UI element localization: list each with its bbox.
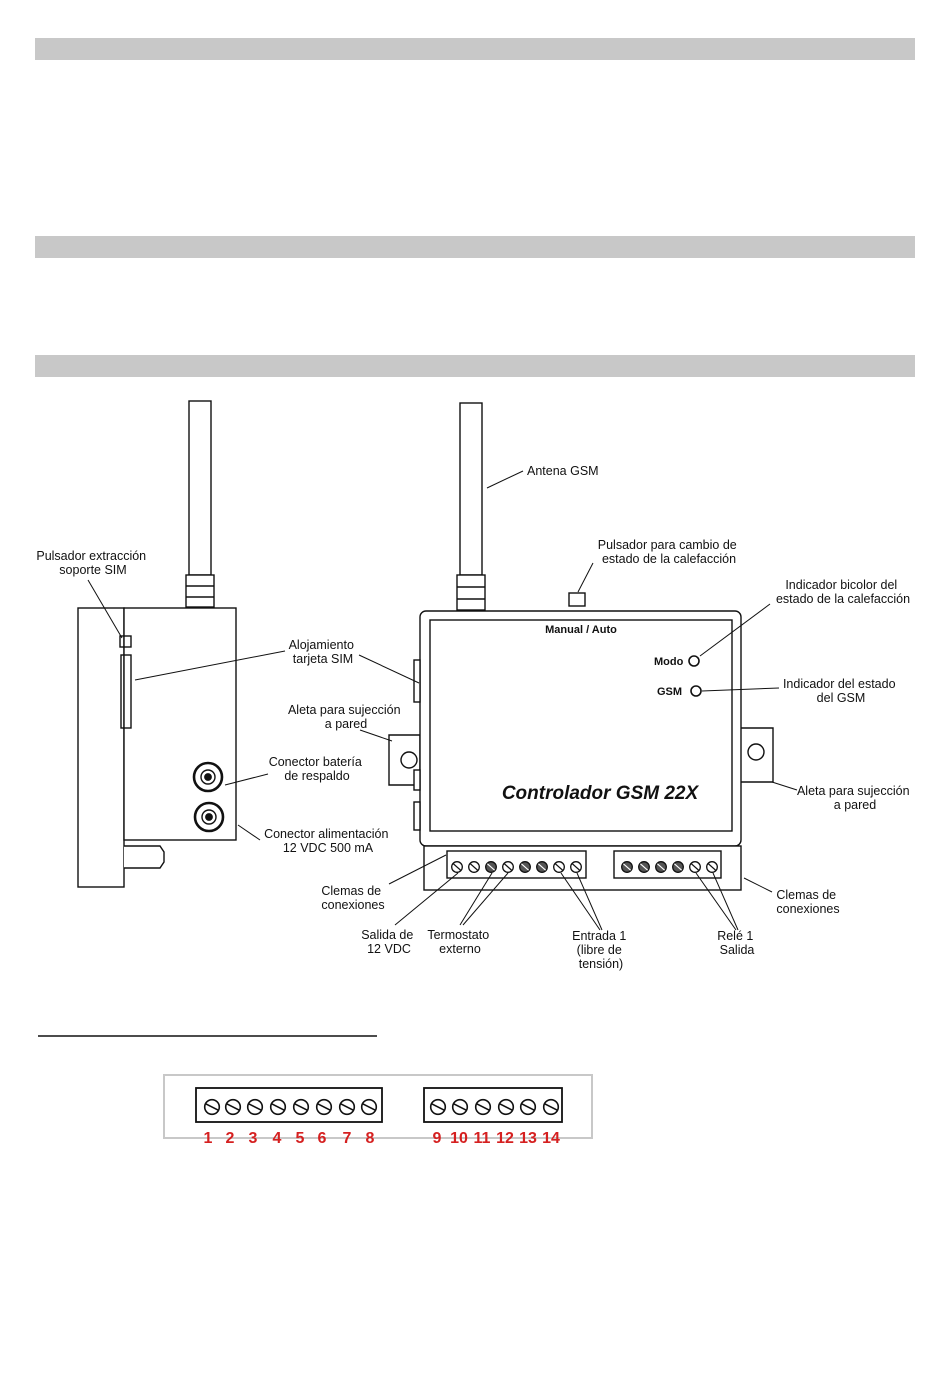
label-sim-slot: Alojamiento tarjeta SIM: [289, 638, 358, 666]
label-terminals-right: Clemas de conexiones: [776, 888, 839, 916]
led-mode-label: Modo: [654, 656, 684, 668]
led-gsm-label: GSM: [657, 686, 682, 698]
mode-button-caption: Manual / Auto: [545, 624, 617, 636]
label-terminals-left: Clemas de conexiones: [321, 884, 384, 912]
terminal-number: 11: [474, 1130, 491, 1147]
terminal-number: 3: [249, 1130, 258, 1147]
label-bicolor-indicator: Indicador bicolor del estado de la calef…: [776, 578, 910, 606]
label-relay-1: Relé 1 Salida: [717, 929, 757, 957]
terminal-number: 10: [450, 1130, 468, 1147]
label-wall-tab-left: Aleta para sujección a pared: [288, 703, 404, 731]
label-gsm-indicator: Indicador del estado del GSM: [783, 677, 899, 705]
terminal-number: 2: [226, 1130, 235, 1147]
label-input-1: Entrada 1 (libre de tensión): [572, 929, 630, 971]
terminal-number: 8: [366, 1130, 375, 1147]
front-view-leader-lines: [358, 470, 798, 931]
terminal-number: 5: [296, 1130, 305, 1147]
label-antenna: Antena GSM: [527, 464, 599, 478]
terminal-number: 4: [273, 1130, 282, 1147]
label-thermostat: Termostato externo: [427, 928, 492, 956]
label-mode-button: Pulsador para cambio de estado de la cal…: [598, 538, 740, 566]
label-battery-connector: Conector batería de respaldo: [269, 755, 366, 783]
terminal-number: 14: [542, 1130, 560, 1147]
terminal-block-figure: [163, 1074, 593, 1139]
side-view-leader-lines: [87, 579, 286, 841]
terminal-number: 12: [496, 1130, 514, 1147]
terminal-numbers: 1 2 3 4 5 6 7 8 9 10 11 12 13 14: [204, 1130, 560, 1147]
terminal-number: 13: [519, 1130, 537, 1147]
side-view-device: [77, 400, 237, 888]
section-header-bar-3: [35, 355, 915, 377]
front-view-device: [388, 402, 774, 891]
label-power-connector: Conector alimentación 12 VDC 500 mA: [264, 827, 392, 855]
device-title: Controlador GSM 22X: [502, 783, 700, 804]
label-wall-tab-right: Aleta para sujección a pared: [797, 784, 913, 812]
label-12v-output: Salida de 12 VDC: [361, 928, 417, 956]
terminal-number: 6: [318, 1130, 327, 1147]
terminal-number: 9: [433, 1130, 442, 1147]
section-header-bar-2: [35, 236, 915, 258]
label-sim-button: Pulsador extracción soporte SIM: [36, 549, 149, 577]
terminal-number: 7: [343, 1130, 352, 1147]
section-header-bar-1: [35, 38, 915, 60]
terminal-number: 1: [204, 1130, 213, 1147]
